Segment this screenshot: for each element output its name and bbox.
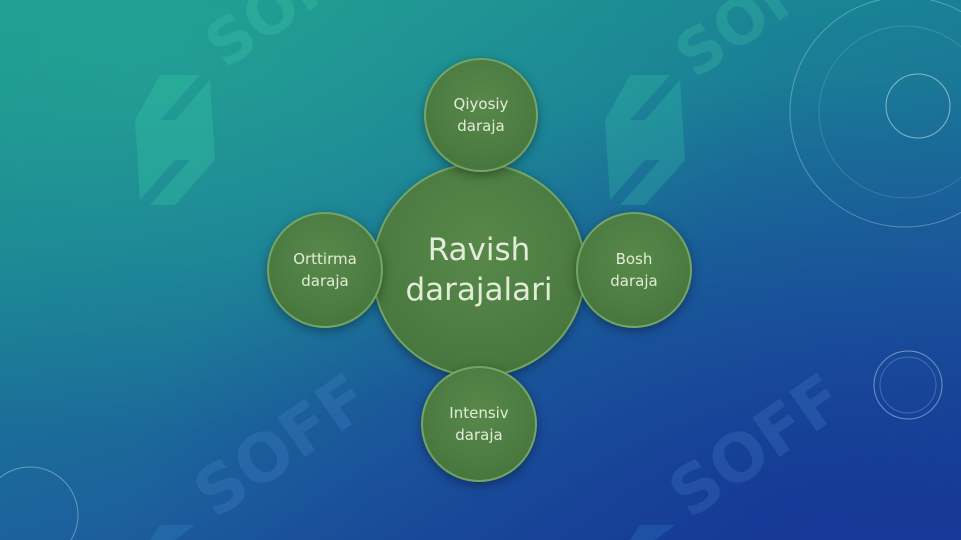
node-bosh-label: Bosh daraja: [589, 248, 679, 292]
node-bosh-line1: Bosh: [615, 250, 653, 268]
node-qiyosiy: Qiyosiy daraja: [424, 58, 538, 172]
node-orttirma-line1: Orttirma: [293, 250, 357, 268]
node-orttirma: Orttirma daraja: [267, 212, 383, 328]
node-qiyosiy-line1: Qiyosiy: [453, 95, 509, 113]
deco-ring-bottom-left: [0, 466, 79, 540]
deco-ring-small: [885, 73, 951, 139]
soff-logo-icon: [605, 75, 685, 205]
node-orttirma-line2: daraja: [301, 272, 349, 290]
watermark-text: SOFF: [655, 359, 858, 533]
node-qiyosiy-line2: daraja: [457, 117, 505, 135]
soff-logo-icon: [150, 525, 675, 540]
node-intensiv-label: Intensiv daraja: [434, 402, 524, 446]
node-intensiv-line2: daraja: [455, 426, 503, 444]
node-intensiv-line1: Intensiv: [449, 404, 509, 422]
deco-ring-medium: [818, 25, 961, 199]
node-orttirma-label: Orttirma daraja: [280, 248, 370, 292]
node-qiyosiy-label: Qiyosiy daraja: [436, 93, 526, 137]
node-bosh-line2: daraja: [610, 272, 658, 290]
deco-ring-lower: [873, 350, 943, 420]
center-node-line2: darajalari: [405, 272, 553, 308]
center-node-line1: Ravish: [427, 232, 531, 268]
deco-ring-large: [789, 0, 961, 228]
node-bosh: Bosh daraja: [576, 212, 692, 328]
watermark-text: SOFF: [180, 359, 383, 533]
center-node: Ravish darajalari: [372, 163, 586, 377]
watermark-text: SOFF: [192, 0, 383, 82]
watermark-text: SOFF: [662, 0, 853, 92]
soff-logo-icon: [135, 75, 215, 205]
center-node-label: Ravish darajalari: [379, 230, 579, 310]
deco-ring-lower-inner: [879, 356, 937, 414]
node-intensiv: Intensiv daraja: [421, 366, 537, 482]
